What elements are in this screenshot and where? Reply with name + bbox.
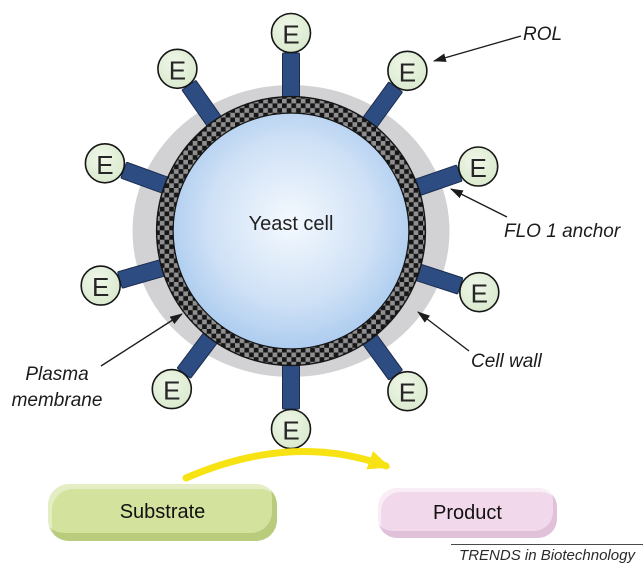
substrate-pill: Substrate bbox=[48, 484, 277, 541]
cell-wall-label: Cell wall bbox=[471, 351, 542, 372]
enzyme-label: E bbox=[163, 376, 180, 406]
rol-label: ROL bbox=[523, 24, 563, 45]
enzyme-circle bbox=[84, 143, 126, 184]
enzyme-circle bbox=[457, 146, 499, 187]
plasma-membrane-label-line1: Plasma bbox=[25, 364, 89, 385]
flo1-anchor-stem bbox=[282, 52, 300, 102]
reaction-arrow bbox=[182, 448, 391, 482]
substrate-label: Substrate bbox=[119, 501, 206, 523]
enzyme-circle bbox=[157, 48, 198, 90]
product-pill: Product bbox=[378, 488, 557, 538]
rol-arrow bbox=[432, 35, 522, 62]
enzyme-label: E bbox=[471, 279, 488, 309]
enzyme-heads-group: E E E E E E E E E E bbox=[80, 12, 500, 450]
product-label: Product bbox=[433, 501, 502, 524]
enzyme-label: E bbox=[169, 55, 186, 85]
enzyme-circle bbox=[270, 12, 312, 54]
callout-arrows bbox=[100, 35, 522, 367]
enzyme-circle bbox=[387, 50, 428, 92]
enzyme-label: E bbox=[399, 378, 416, 408]
enzyme-label: E bbox=[399, 57, 416, 87]
enzyme-circle bbox=[387, 370, 428, 412]
yeast-cell-body bbox=[173, 113, 409, 349]
flo1-anchor-label: FLO 1 anchor bbox=[504, 221, 621, 242]
enzyme-label: E bbox=[96, 150, 113, 180]
cell-wall-arrow bbox=[417, 311, 470, 352]
plasma-membrane-label-line2: membrane bbox=[11, 389, 103, 411]
yeast-cell-label: Yeast cell bbox=[248, 213, 334, 235]
enzyme-circle bbox=[151, 368, 193, 410]
flo1-anchor-stem bbox=[282, 360, 300, 410]
enzyme-label: E bbox=[282, 20, 299, 50]
enzyme-label: E bbox=[282, 416, 299, 446]
journal-credit: TRENDS in Biotechnology bbox=[451, 544, 643, 564]
enzyme-label: E bbox=[470, 153, 487, 183]
plasma-membrane-arrow bbox=[100, 313, 183, 367]
plasma-membrane-label: Plasma membrane bbox=[2, 362, 112, 413]
enzyme-label: E bbox=[92, 272, 109, 302]
plasma-membrane-outer-outline bbox=[155, 95, 427, 367]
flo1-anchor-arrow bbox=[450, 188, 508, 218]
enzyme-circle bbox=[458, 271, 500, 313]
plasma-membrane-inner-outline bbox=[172, 112, 410, 350]
enzyme-circle bbox=[80, 265, 121, 306]
plasma-membrane-ring bbox=[156, 96, 426, 366]
